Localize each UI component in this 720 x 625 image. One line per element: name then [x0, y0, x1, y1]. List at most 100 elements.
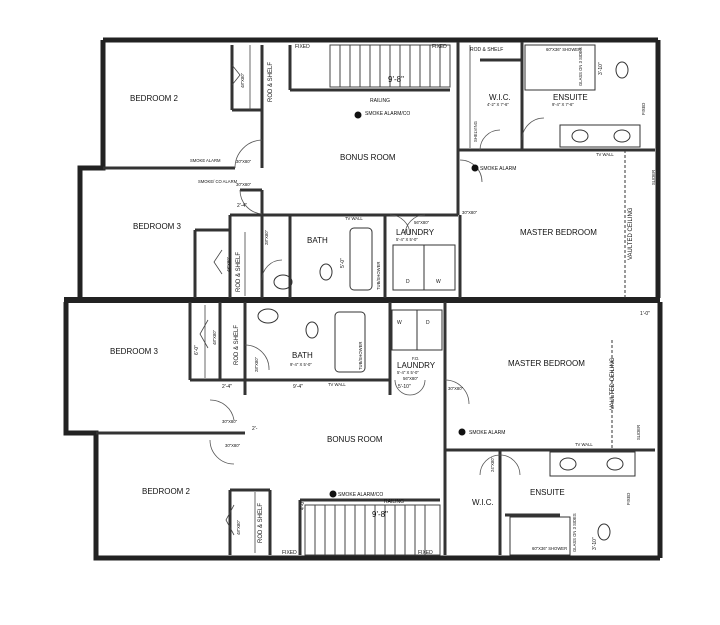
upper-fixed-left: FIXED: [295, 44, 310, 50]
upper-smoke-alarm-label: SMOKE ALARM/CO: [365, 111, 410, 117]
stairs-upper: [329, 44, 451, 88]
smoke-alarm-icon: [329, 490, 337, 498]
lower-bedroom3-dim: 2'-4": [222, 384, 232, 390]
washer-label: W: [397, 320, 402, 326]
upper-bath-label: BATH: [307, 236, 328, 245]
upper-master-smoke: SMOKE ALARM: [480, 166, 516, 172]
lower-laundry-dim: 5'-4" X 5'-0": [397, 370, 419, 375]
upper-tub-label: TUB/SHOWER: [376, 262, 381, 290]
upper-railing: RAILING: [370, 98, 390, 104]
upper-wic-dim: 4'-2" X 7'-6": [487, 102, 509, 107]
lower-tv-wall: TV WALL: [328, 382, 346, 387]
dryer-label: D: [426, 320, 430, 326]
lower-hall-dim: 2'-: [252, 426, 258, 432]
upper-bedroom3-closet: ROD & SHELF: [236, 252, 242, 292]
upper-laundry-label: LAUNDRY: [396, 228, 435, 237]
upper-wic-rod: ROD & SHELF: [470, 47, 503, 53]
upper-wic-label: W.I.C.: [489, 93, 511, 102]
door-size: 30"X80": [222, 419, 238, 424]
lower-ensuite-fixed: FIXED: [626, 493, 631, 505]
upper-bathtub: [349, 227, 373, 291]
upper-co-label: SMOKE/ CO ALARM: [198, 179, 238, 184]
upper-wic-shelving: SHELVING: [473, 121, 478, 142]
upper-laundry-dim: 5'-4" X 5'-0": [396, 237, 418, 242]
lower-laundry-dim2: 5'-10": [398, 384, 411, 390]
upper-ensuite-label: ENSUITE: [553, 93, 588, 102]
door-size: 30"X80": [236, 182, 252, 187]
upper-bedroom3-dim: 2'-4": [237, 203, 247, 209]
door-size: 28"X80": [264, 229, 269, 245]
upper-bonus-room-label: BONUS ROOM: [340, 153, 396, 162]
door-size: 30"X80": [462, 210, 478, 215]
door-size: 48"X80": [212, 329, 217, 345]
upper-bedroom2-closet: ROD & SHELF: [268, 62, 274, 102]
interior-walls-upper: [103, 42, 655, 298]
lower-vanity: [549, 451, 636, 477]
lower-smoke-alarm-label: SMOKE ALARM/CO: [338, 492, 383, 498]
door-size: 48"X80": [226, 256, 231, 272]
door-size: 48"X80": [240, 72, 245, 88]
lower-bedroom3-label: BEDROOM 3: [110, 347, 159, 356]
lower-stair-dim: 9'-8": [372, 510, 388, 519]
door-size: 28"X80": [254, 356, 259, 372]
lower-ensuite-toilet: [597, 523, 611, 541]
upper-bath-dim: 5'-0": [340, 258, 346, 268]
lower-ensuite-dim: 3'-10": [592, 537, 598, 550]
lower-master-smoke: SMOKE ALARM: [469, 430, 505, 436]
lower-fd: F.D.: [412, 356, 419, 361]
lower-bedroom3-closet: ROD & SHELF: [234, 325, 240, 365]
upper-ensuite-dim: 9'-4" X 7'-6": [552, 102, 574, 107]
lower-glass-label: GLASS ON 3 SIDES: [572, 513, 577, 552]
upper-stair-dim: 9'-8": [388, 75, 404, 84]
lower-bath-dim2: 9'-4": [293, 384, 303, 390]
upper-vaulted-ceiling: VAULTED CEILING: [628, 207, 634, 260]
upper-vanity: [559, 124, 641, 148]
upper-smoke-label: SMOKE ALARM: [190, 158, 221, 163]
lower-bonus-room-label: BONUS ROOM: [327, 435, 383, 444]
lower-master-label: MASTER BEDROOM: [508, 359, 585, 368]
upper-master-label: MASTER BEDROOM: [520, 228, 597, 237]
lower-sink: [257, 308, 279, 324]
upper-fixed-right: FIXED: [432, 44, 447, 50]
upper-slider: SLIDER: [651, 170, 656, 185]
upper-glass-label: GLASS ON 3 SIDES: [578, 47, 583, 86]
lower-wic-label: W.I.C.: [472, 498, 494, 507]
lower-tub-label: TUB/SHOWER: [358, 342, 363, 370]
interior-walls-lower: [96, 302, 655, 555]
lower-fixed-right: FIXED: [418, 550, 433, 556]
upper-ensuite-tv: TV WALL: [596, 152, 614, 157]
smoke-alarm-icon: [471, 164, 479, 172]
lower-bedroom2-label: BEDROOM 2: [142, 487, 191, 496]
lower-fixed-left: FIXED: [282, 550, 297, 556]
exterior-walls: [63, 37, 663, 561]
upper-ensuite-dim2: 3'-10": [598, 62, 604, 75]
upper-tv-wall: TV WALL: [345, 216, 363, 221]
upper-shower-label: 60"X36" SHOWER: [546, 47, 581, 52]
closet-shelves: [199, 45, 471, 553]
upper-toilet: [319, 263, 333, 281]
upper-ensuite-toilet: [615, 61, 629, 79]
washer-label: W: [436, 279, 441, 285]
door-size: 56"X80": [403, 376, 419, 381]
lower-bedroom3-dim2: 6'-0": [194, 345, 200, 355]
smoke-alarm-icon: [354, 111, 362, 119]
lower-shower-label: 60"X36" SHOWER: [532, 546, 567, 551]
bath-fixtures: [257, 44, 641, 556]
door-size: 48"X80": [236, 519, 241, 535]
upper-sink: [273, 274, 293, 290]
door-size: 56"X80": [414, 220, 430, 225]
upper-bedroom2-label: BEDROOM 2: [130, 94, 179, 103]
lower-laundry-label: LAUNDRY: [397, 361, 436, 370]
door-size: 30"X80": [225, 443, 241, 448]
door-swings: [209, 117, 545, 476]
lower-slider: SLIDER: [636, 425, 641, 440]
upper-shower: [524, 44, 596, 91]
upper-bedroom3-label: BEDROOM 3: [133, 222, 182, 231]
lower-master-dim: 1'-0": [640, 311, 650, 317]
lower-bonus-dim: 4'-0": [300, 500, 306, 510]
lower-bath-label: BATH: [292, 351, 313, 360]
smoke-alarm-icon: [458, 428, 466, 436]
door-size: 30"X80": [448, 386, 464, 391]
door-size: 30"X80": [236, 159, 252, 164]
